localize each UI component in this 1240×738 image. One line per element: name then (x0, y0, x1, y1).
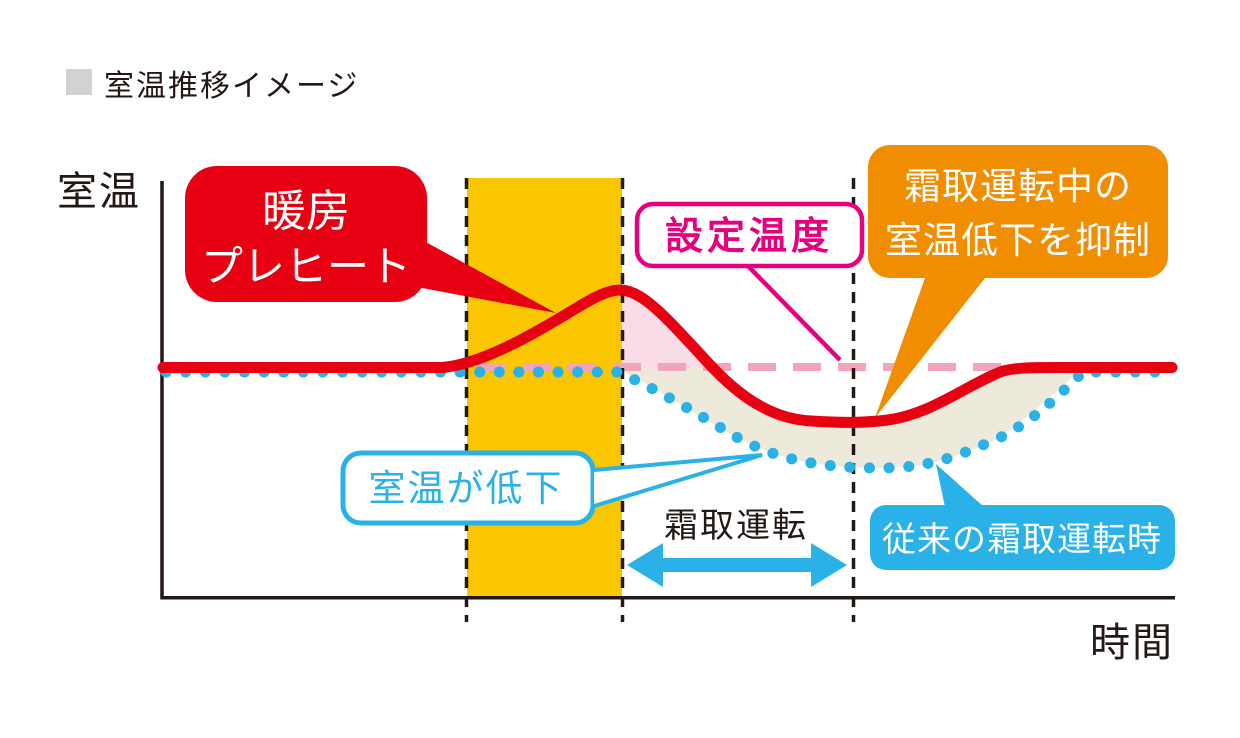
preheat-callout-tail (422, 240, 556, 313)
suppression-callout-tail (875, 278, 985, 418)
preheat-callout (185, 166, 427, 302)
suppression-callout (868, 145, 1168, 278)
suppression-callout-line2: 室温低下を抑制 (885, 220, 1151, 261)
title-square-icon (66, 69, 92, 95)
temperature-drop-callout-label: 室温が低下 (369, 468, 564, 509)
y-axis-label: 室温 (57, 170, 141, 214)
conventional-temperature-curve (160, 366, 1176, 474)
set-temperature-callout-label: 設定温度 (665, 216, 833, 258)
preheat-band (467, 178, 622, 598)
defrost-period-label: 霜取運転 (664, 507, 808, 545)
set-temperature-callout (634, 201, 865, 269)
conventional-callout (870, 505, 1175, 570)
x-axis-label: 時間 (1090, 621, 1174, 665)
current-temperature-curve (157, 284, 1178, 428)
temperature-drop-callout (340, 450, 596, 526)
preheat-callout-line2: プレヒート (201, 243, 411, 290)
conventional-callout-label: 従来の霜取運転時 (882, 521, 1162, 559)
axes (160, 181, 1175, 600)
suppression-callout-line1: 霜取運転中の (904, 166, 1132, 207)
page-title: 室温推移イメージ (104, 70, 359, 103)
temperature-drop-callout-pointer (593, 453, 763, 508)
preheat-callout-line1: 暖房 (262, 187, 350, 236)
defrost-period-arrow (627, 543, 847, 587)
conventional-callout-tail (936, 464, 984, 507)
set-temperature-callout-pointer (746, 264, 842, 362)
